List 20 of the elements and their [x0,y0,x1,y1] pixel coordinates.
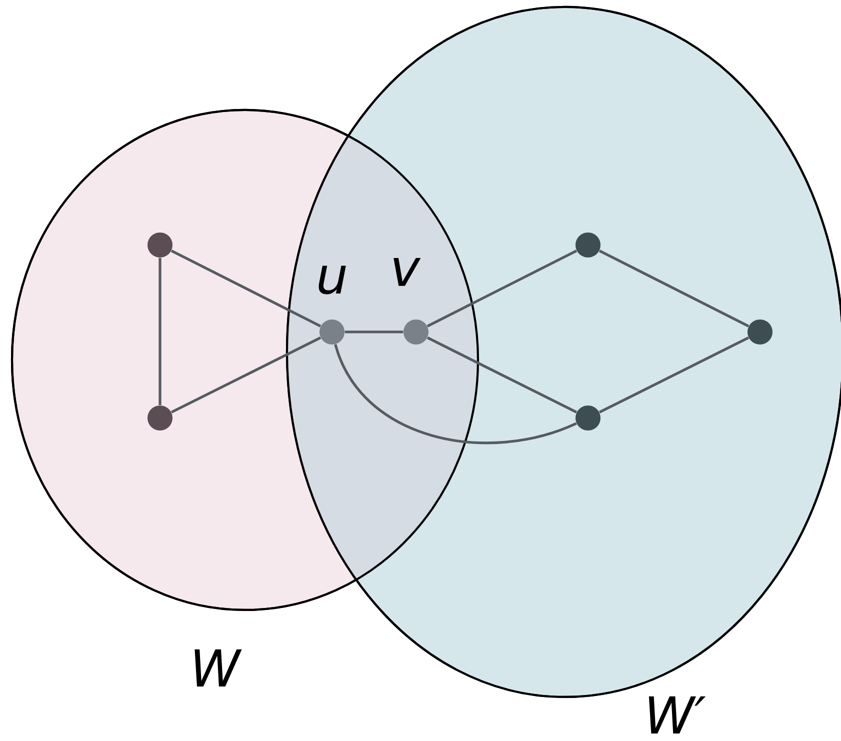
graph-edge [344,330,404,334]
node-label: v [394,258,421,286]
graph-edge [426,336,578,414]
labeled-vertex: u [318,266,346,344]
vertex-dot [748,319,772,344]
vertex-dot [576,232,600,258]
graph-edge [170,336,322,414]
graph-edge [158,258,162,406]
node-label: W [194,649,242,687]
vertex-dot [148,232,172,258]
graph-edge [426,250,578,328]
graph-edge [598,336,750,414]
graph-edge [598,250,750,328]
graph-edge [170,250,322,328]
node-label: W′ [648,696,706,734]
vertex-dot [576,405,600,430]
node-label: u [318,266,346,294]
labeled-vertex: v [394,258,428,344]
vertex-dot [148,405,172,430]
graph-edge [334,344,577,444]
